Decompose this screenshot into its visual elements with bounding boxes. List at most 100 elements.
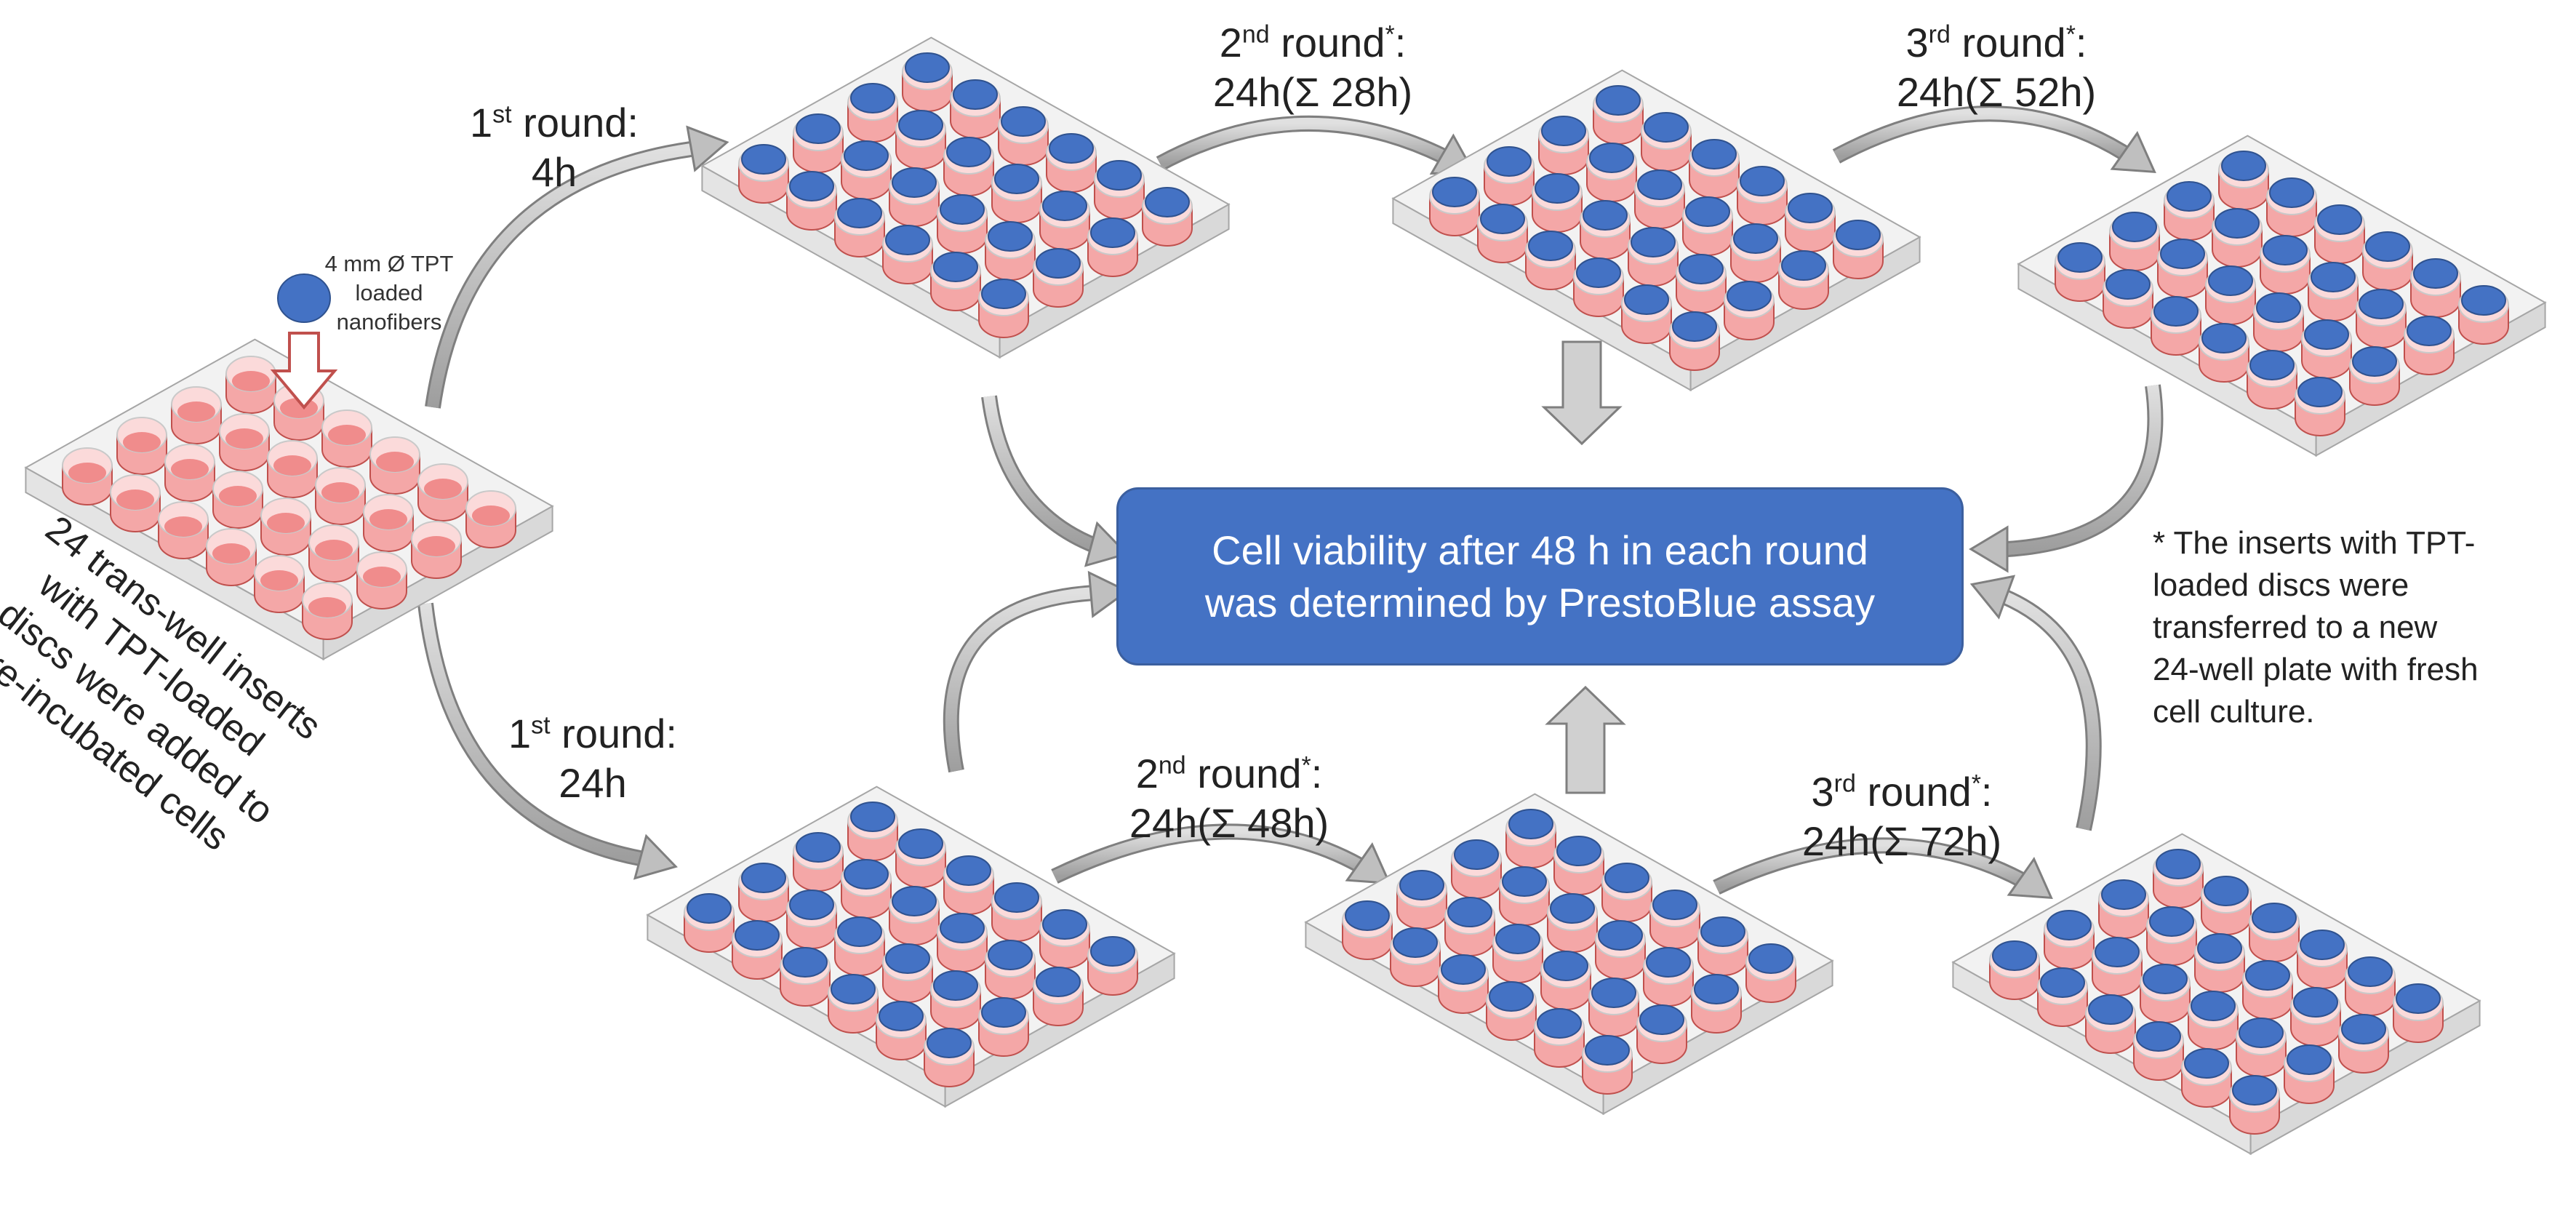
arrow-top2-down-to-result (1541, 340, 1623, 446)
arrow-head (1969, 525, 2009, 573)
tpt-disc (1042, 909, 1087, 940)
top-plate-round2 (1391, 69, 1921, 392)
well (998, 106, 1049, 166)
tpt-disc (2167, 181, 2212, 212)
cell-medium (321, 482, 359, 503)
well (2133, 1021, 2184, 1081)
arrow-initial-to-bottom1 (417, 602, 678, 880)
arrow-bottom3-to-result (1969, 575, 2102, 831)
top-plate-round1 (700, 36, 1231, 359)
well (1538, 116, 1589, 175)
well (1505, 809, 1556, 868)
well (1778, 250, 1829, 310)
well (2314, 204, 2365, 264)
well (2044, 910, 2095, 970)
well (895, 110, 946, 169)
tpt-disc (687, 893, 732, 924)
tpt-disc (2359, 289, 2404, 319)
well (828, 974, 879, 1034)
well (1641, 112, 1692, 172)
well (738, 863, 789, 922)
tpt-disc (981, 997, 1026, 1028)
tpt-disc (2407, 316, 2452, 346)
tpt-disc (2317, 204, 2362, 235)
tpt-disc (1694, 974, 1739, 1004)
well (1724, 281, 1775, 340)
tpt-disc (1042, 191, 1087, 221)
tpt-disc (2341, 1014, 2386, 1044)
top-round3-label: 3rd round*: 24h(Σ 52h) (1896, 20, 2097, 115)
tpt-disc (844, 859, 889, 890)
tpt-disc (2287, 1044, 2332, 1075)
well (2247, 350, 2297, 409)
well (110, 474, 161, 532)
well (2338, 1014, 2389, 1074)
bottom-round3-label: 3rd round*: 24h(Σ 72h) (1801, 769, 2002, 864)
well (411, 521, 462, 579)
arrow-head (2007, 857, 2053, 900)
arrow-shaft (1157, 117, 1447, 169)
cell-medium (116, 489, 154, 510)
well (1586, 143, 1637, 202)
well (1451, 839, 1502, 899)
well (369, 436, 420, 495)
tpt-disc (898, 828, 943, 859)
tpt-disc (1495, 924, 1540, 954)
well (1833, 220, 1884, 279)
well (738, 144, 789, 204)
tpt-disc (2245, 960, 2290, 991)
well (254, 555, 305, 613)
well (2362, 231, 2413, 291)
well (356, 551, 407, 609)
tpt-disc (981, 279, 1026, 309)
tpt-disc (2208, 265, 2253, 296)
well (732, 920, 783, 980)
arrow-shaft (983, 395, 1097, 551)
tpt-disc (2112, 212, 2157, 242)
top-round1-label: 1st round: 4h (470, 100, 639, 195)
tpt-disc (2047, 910, 2092, 940)
cell-medium (212, 543, 250, 564)
tpt-disc (1001, 106, 1046, 137)
tpt-disc (1556, 836, 1601, 866)
well (2249, 903, 2300, 962)
tpt-disc (1480, 204, 1525, 234)
well (2242, 960, 2293, 1020)
tpt-disc (1090, 936, 1135, 967)
well (417, 463, 468, 521)
well (1601, 863, 1652, 922)
well (1390, 927, 1441, 987)
well (171, 386, 222, 444)
well (1396, 870, 1447, 930)
tpt-disc (988, 221, 1033, 252)
tpt-disc (2304, 319, 2349, 350)
arrow-top1-to-result (981, 395, 1129, 567)
top-plate-round3 (2017, 135, 2547, 457)
well (2410, 258, 2461, 318)
tpt-disc (1090, 217, 1135, 248)
tpt-disc (2348, 956, 2393, 987)
well (1046, 133, 1097, 193)
arrow-head (686, 125, 729, 172)
well (786, 890, 837, 949)
well (2349, 346, 2400, 406)
tpt-disc (905, 52, 950, 83)
well (950, 79, 1001, 139)
well (2458, 285, 2509, 345)
tpt-disc (1637, 169, 1682, 200)
well (2151, 296, 2201, 356)
well (1691, 974, 1742, 1034)
insert-arrow (270, 332, 338, 410)
bottom-plate-round1 (646, 786, 1176, 1108)
cell-medium (232, 371, 270, 391)
arrow-head (2110, 131, 2156, 174)
tpt-disc (1508, 809, 1553, 839)
well (841, 859, 892, 919)
arrow-shaft (1713, 839, 2025, 893)
well (363, 494, 414, 552)
tpt-disc (1700, 916, 1745, 947)
tpt-disc (2191, 991, 2236, 1021)
tpt-disc (1624, 284, 1669, 315)
tpt-disc (1393, 927, 1438, 958)
well (212, 471, 263, 529)
